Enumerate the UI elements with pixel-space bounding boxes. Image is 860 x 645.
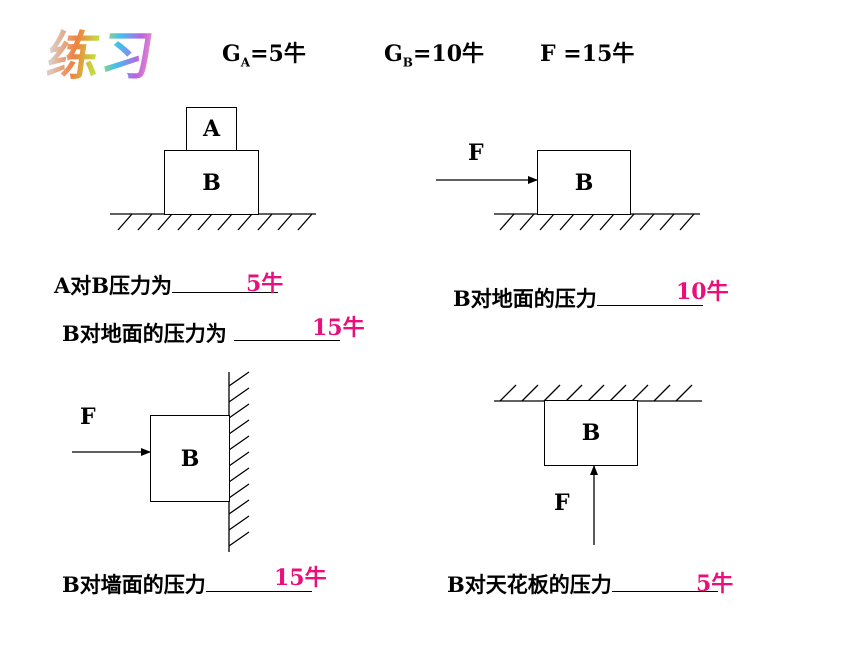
answer-b-on-ground-2: 10牛: [676, 279, 729, 305]
answer-blank: [611, 571, 718, 592]
answer-b-on-ceiling: 5牛: [696, 571, 734, 597]
given-f: F =15牛: [540, 41, 635, 67]
question-a-on-b: A对B压力为: [54, 270, 279, 300]
question-b-on-ground-2: B对地面的压力: [453, 283, 703, 313]
block-b-stacked: B: [164, 150, 259, 215]
force-label-f-4: F: [554, 490, 570, 516]
force-label-f-3: F: [80, 404, 96, 430]
answer-blank: [205, 571, 312, 592]
block-b-wall: B: [150, 415, 230, 502]
block-a: A: [186, 107, 237, 151]
given-gb: GB=10牛: [384, 41, 485, 70]
answer-b-on-ground-1: 15牛: [312, 315, 365, 341]
answer-blank: [234, 320, 341, 341]
answer-b-on-wall: 15牛: [274, 565, 327, 591]
answer-blank: [596, 285, 703, 306]
block-b-ceiling: B: [544, 400, 638, 466]
question-b-on-ceiling: B对天花板的压力: [447, 569, 718, 599]
answer-blank: [172, 272, 279, 293]
question-b-on-ground-1: B对地面的压力为: [62, 318, 341, 348]
question-b-on-wall: B对墙面的压力: [62, 569, 312, 599]
force-label-f-2: F: [468, 140, 484, 166]
block-b-pushed: B: [537, 150, 631, 215]
given-ga: GA=5牛: [222, 41, 306, 70]
answer-a-on-b: 5牛: [246, 271, 284, 297]
